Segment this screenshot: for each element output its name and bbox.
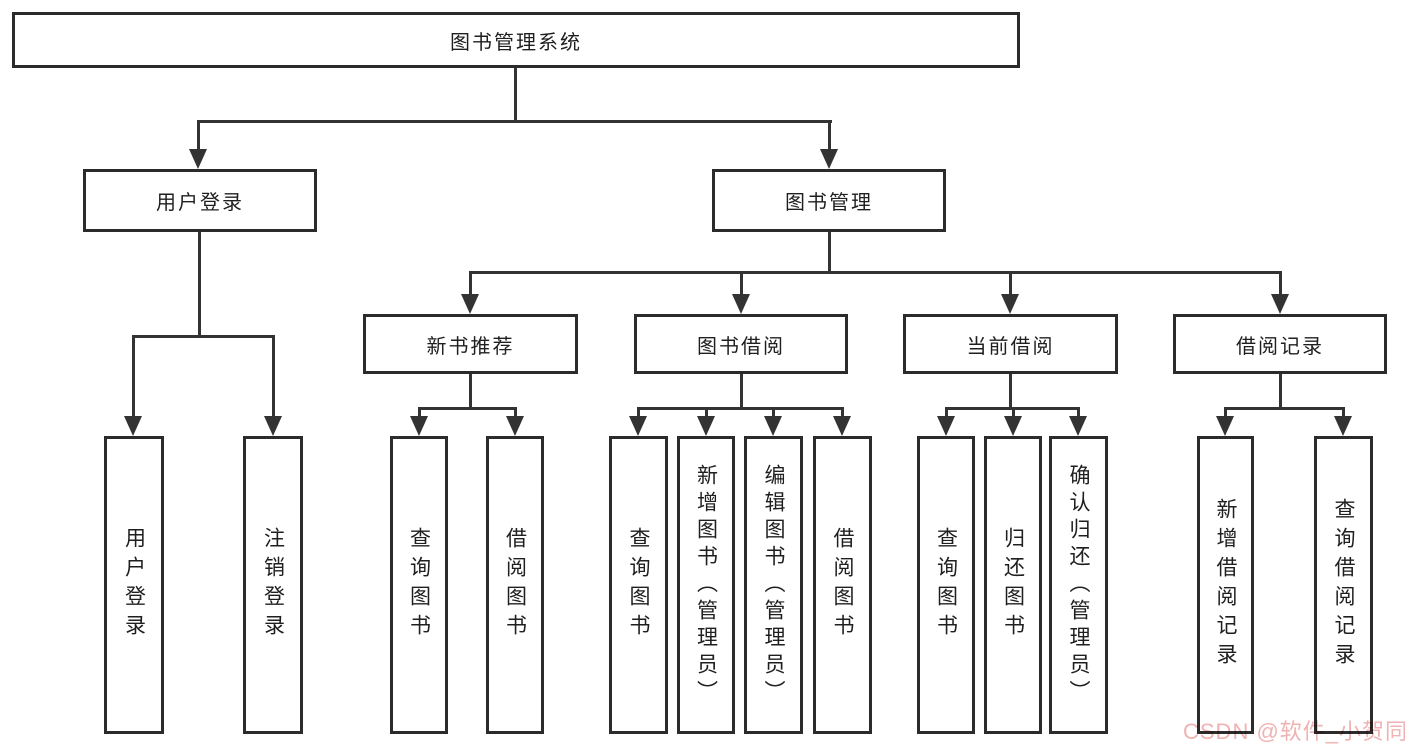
arrowhead-book-management (820, 149, 838, 169)
connector-stub-borrow-records (1279, 271, 1282, 297)
node-user-login-leaf: 用户登录 (104, 436, 164, 734)
connector-borrow-records-trunk (1279, 374, 1282, 410)
node-borrowing-records: 借阅记录 (1173, 314, 1387, 374)
connector-stub-query-record (1342, 407, 1345, 419)
node-current-borrowing: 当前借阅 (903, 314, 1118, 374)
arrowhead-borrow-books-1 (506, 416, 524, 436)
node-return-books: 归还图书 (984, 436, 1042, 734)
arrowhead-borrow-books-2 (833, 416, 851, 436)
node-book-borrowing: 图书借阅 (634, 314, 848, 374)
connector-book-borrow-rail (637, 407, 844, 410)
connector-stub-query-books-2 (637, 407, 640, 419)
arrowhead-add-books (697, 416, 715, 436)
connector-stub-query-books-3 (945, 407, 948, 419)
node-query-books-3: 查询图书 (917, 436, 975, 734)
connector-stub-book-management (828, 120, 831, 152)
node-borrow-books-2: 借阅图书 (813, 436, 872, 734)
arrowhead-query-books-2 (629, 416, 647, 436)
connector-new-book-trunk (469, 374, 472, 410)
connector-stub-login (132, 335, 135, 418)
connector-stub-new-book (469, 271, 472, 297)
connector-root-trunk (514, 68, 517, 120)
arrowhead-query-record (1334, 416, 1352, 436)
node-logout: 注销登录 (243, 436, 303, 734)
connector-stub-return-books (1012, 407, 1015, 419)
node-library-management-system: 图书管理系统 (12, 12, 1020, 68)
connector-stub-logout (272, 335, 275, 418)
arrowhead-logout (264, 416, 282, 436)
connector-level1-rail (197, 120, 832, 123)
connector-stub-edit-books (772, 407, 775, 419)
node-book-management: 图书管理 (712, 169, 946, 232)
connector-stub-add-books (705, 407, 708, 419)
arrowhead-return-books (1004, 416, 1022, 436)
connector-stub-book-borrow (740, 271, 743, 297)
node-new-book-recommendation: 新书推荐 (363, 314, 578, 374)
connector-stub-borrow-books-2 (841, 407, 844, 419)
node-query-books-1: 查询图书 (390, 436, 448, 734)
csdn-watermark: CSDN @软件_小贺同学 (1183, 719, 1405, 744)
connector-book-borrow-trunk (740, 374, 743, 410)
node-borrow-books-1: 借阅图书 (486, 436, 544, 734)
connector-stub-current-borrow (1009, 271, 1012, 297)
connector-borrow-records-rail (1224, 407, 1345, 410)
node-query-borrow-record: 查询借阅记录 (1314, 436, 1373, 734)
connector-user-login-rail (132, 335, 275, 338)
arrowhead-login (124, 416, 142, 436)
connector-stub-borrow-books-1 (514, 407, 517, 419)
node-confirm-return-admin: 确认归还（管理员） (1049, 436, 1108, 734)
node-add-borrow-record: 新增借阅记录 (1197, 436, 1254, 734)
node-add-books-admin: 新增图书（管理员） (677, 436, 735, 734)
connector-stub-confirm-return (1077, 407, 1080, 419)
arrowhead-query-books-3 (937, 416, 955, 436)
connector-stub-add-record (1224, 407, 1227, 419)
node-query-books-2: 查询图书 (609, 436, 668, 734)
arrowhead-query-books-1 (410, 416, 428, 436)
connector-stub-user-login (197, 120, 200, 152)
arrowhead-edit-books (764, 416, 782, 436)
arrowhead-new-book (461, 294, 479, 314)
arrowhead-user-login (189, 149, 207, 169)
node-user-login: 用户登录 (83, 169, 317, 232)
arrowhead-current-borrow (1001, 294, 1019, 314)
connector-stub-query-books-1 (418, 407, 421, 419)
connector-current-borrow-trunk (1009, 374, 1012, 410)
arrowhead-borrow-records (1271, 294, 1289, 314)
arrowhead-add-record (1216, 416, 1234, 436)
arrowhead-book-borrow (732, 294, 750, 314)
node-edit-books-admin: 编辑图书（管理员） (744, 436, 803, 734)
connector-level2-rail (469, 271, 1282, 274)
arrowhead-confirm-return (1069, 416, 1087, 436)
connector-user-login-trunk (198, 232, 201, 335)
connector-new-book-rail (418, 407, 517, 410)
connector-book-management-trunk (828, 232, 831, 273)
